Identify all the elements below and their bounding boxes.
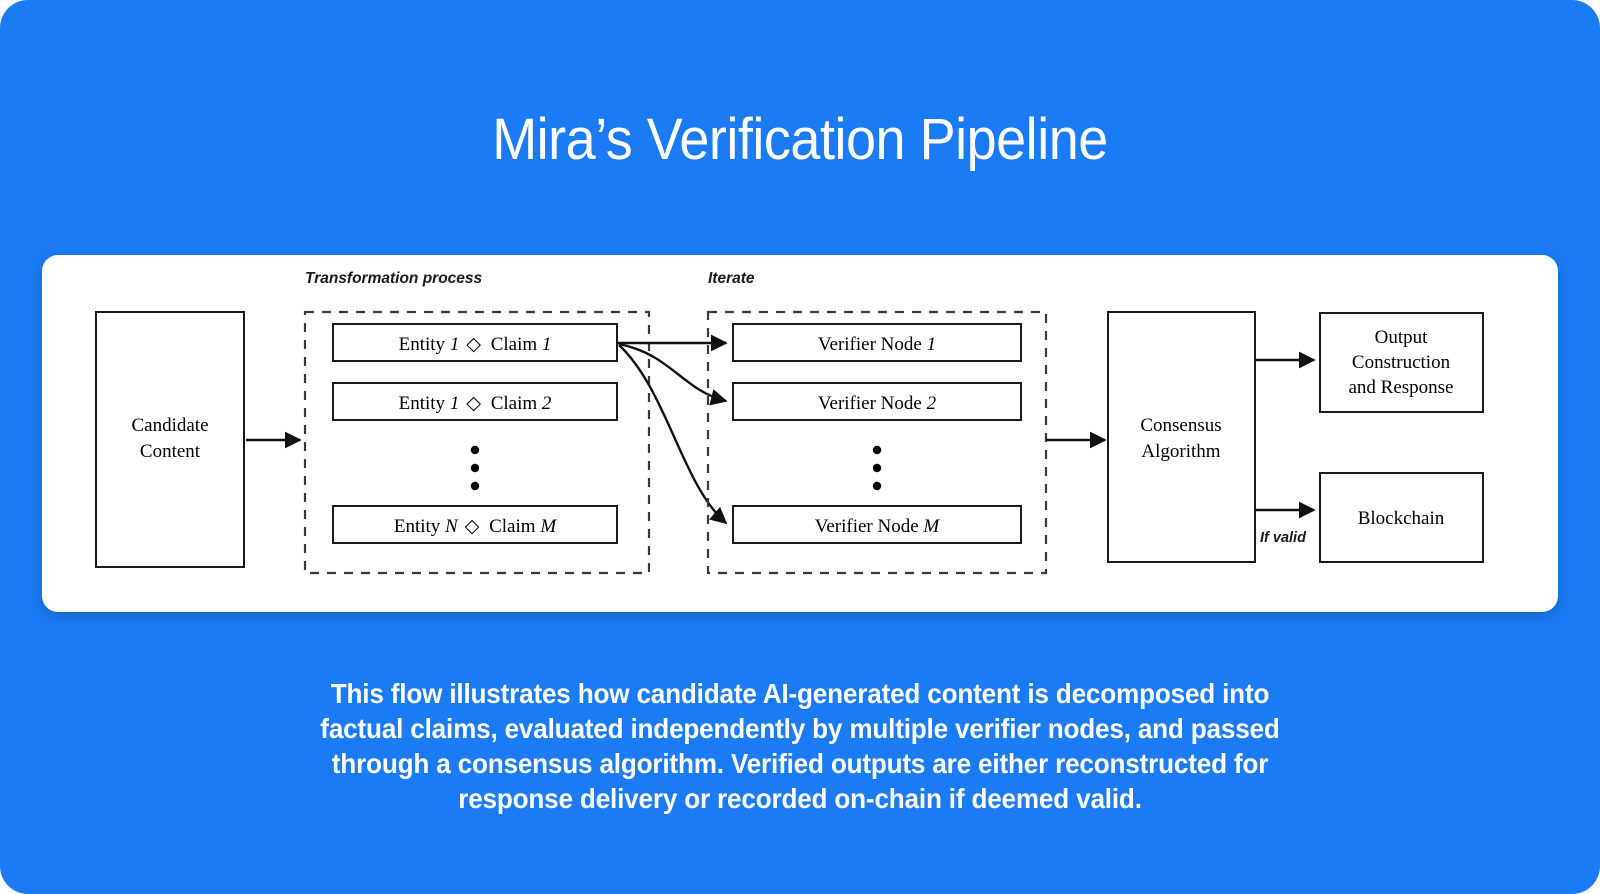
- node-verifier-2: Verifier Node 2: [732, 382, 1022, 421]
- consensus-line2: Algorithm: [1141, 441, 1220, 462]
- output-line2: Construction: [1352, 352, 1451, 373]
- entity-1-index: 1: [450, 334, 460, 355]
- entity-1-relation-icon: ◇: [466, 334, 481, 355]
- svg-text:Entity N◇ Claim M: Entity N ◇ Claim M: [394, 516, 557, 537]
- entity-n-suffix-index: M: [539, 516, 557, 537]
- node-entity-claim-1: Entity 1 ◇ Claim 1: [332, 323, 618, 362]
- entity-2-suffix: Claim: [486, 393, 542, 414]
- page-title: Mira’s Verification Pipeline: [492, 107, 1108, 172]
- svg-text:Verifier Node 1: Verifier Node 1: [818, 334, 936, 355]
- svg-text:Entity 1◇ Claim 2: Entity 1 ◇ Claim 2: [399, 393, 552, 414]
- verifier-2-index: 2: [927, 393, 937, 414]
- svg-text:Verifier Node M: Verifier Node M: [815, 516, 941, 537]
- edge-entity-to-verifier-m: [618, 344, 728, 525]
- candidate-content-line2: Content: [140, 441, 201, 462]
- edge-entity-to-verifier-2: [618, 342, 728, 406]
- entity-n-prefix: Entity: [394, 516, 445, 537]
- verifier-1-index: 1: [927, 334, 937, 355]
- node-verifier-m: Verifier Node M: [732, 505, 1022, 544]
- verifier-1-prefix: Verifier Node: [818, 334, 927, 355]
- entity-1-suffix: Claim: [486, 334, 542, 355]
- iterate-ellipsis: [872, 445, 882, 491]
- transformation-group-label: Transformation process: [305, 270, 483, 287]
- caption-line-4: response delivery or recorded on-chain i…: [458, 783, 1142, 814]
- entity-1-prefix: Entity: [399, 334, 450, 355]
- svg-text:Entity 1◇ Claim 1: Entity 1 ◇ Claim 1: [399, 334, 552, 355]
- transformation-group-boundary: [303, 310, 651, 575]
- entity-2-index: 1: [450, 393, 460, 414]
- verifier-m-prefix: Verifier Node: [815, 516, 924, 537]
- entity-n-suffix: Claim: [484, 516, 540, 537]
- node-verifier-1: Verifier Node 1: [732, 323, 1022, 362]
- candidate-content-line1: Candidate: [131, 415, 208, 436]
- entity-1-suffix-index: 1: [542, 334, 552, 355]
- node-entity-claim-n: Entity N ◇ Claim M: [332, 505, 618, 544]
- node-entity-claim-2: Entity 1 ◇ Claim 2: [332, 382, 618, 421]
- pipeline-flowchart: Candidate Content Transformation process…: [95, 270, 1484, 575]
- node-blockchain: Blockchain: [1319, 472, 1484, 563]
- iterate-group-boundary: [706, 310, 1048, 575]
- edge-label-if-valid: If valid: [1260, 530, 1307, 546]
- caption-block: This flow illustrates how candidate AI-g…: [183, 676, 1418, 816]
- iterate-group-label: Iterate: [708, 270, 755, 287]
- output-line3: and Response: [1348, 377, 1453, 398]
- node-candidate-content: Candidate Content: [95, 311, 245, 568]
- node-output-construction: Output Construction and Response: [1319, 312, 1484, 413]
- output-line1: Output: [1375, 327, 1429, 348]
- consensus-line1: Consensus: [1140, 415, 1221, 436]
- svg-text:Verifier Node 2: Verifier Node 2: [818, 393, 937, 414]
- diagram-card: Candidate Content Transformation process…: [42, 255, 1558, 612]
- entity-n-relation-icon: ◇: [465, 516, 480, 537]
- caption-line-3: through a consensus algorithm. Verified …: [331, 748, 1269, 779]
- caption-line-2: factual claims, evaluated independently …: [320, 713, 1280, 744]
- verifier-m-index: M: [922, 516, 940, 537]
- verifier-2-prefix: Verifier Node: [818, 393, 927, 414]
- entity-2-prefix: Entity: [399, 393, 450, 414]
- node-consensus-algorithm: Consensus Algorithm: [1107, 311, 1256, 563]
- caption-line-1: This flow illustrates how candidate AI-g…: [330, 678, 1270, 709]
- blockchain-label: Blockchain: [1358, 508, 1445, 529]
- entity-2-suffix-index: 2: [542, 393, 552, 414]
- entity-n-index: N: [444, 516, 459, 537]
- entity-2-relation-icon: ◇: [466, 393, 481, 414]
- transformation-ellipsis: [470, 445, 480, 491]
